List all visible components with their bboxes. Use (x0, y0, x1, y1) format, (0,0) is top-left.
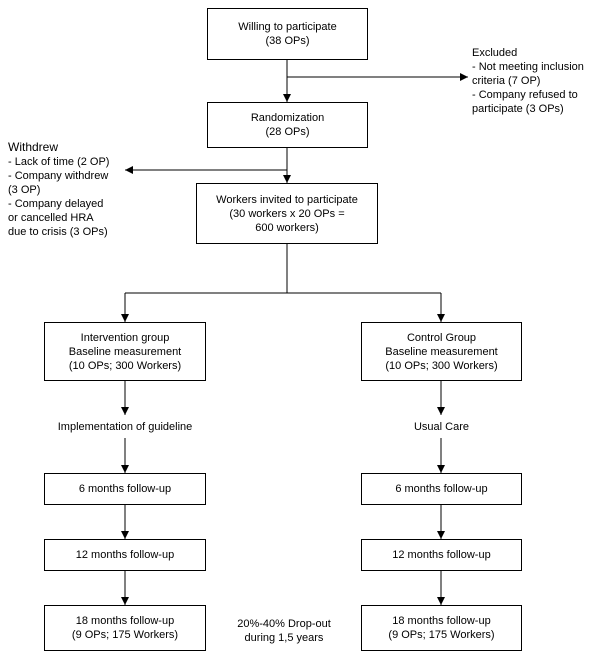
box-ctl-6m-line1: 6 months follow-up (395, 483, 488, 495)
excluded-item: criteria (7 OP) (472, 75, 541, 87)
excluded-item: - Company refused to (472, 89, 578, 101)
box-intervention-line2: Baseline measurement (68, 345, 182, 358)
box-willing-line1: Willing to participate (238, 21, 337, 33)
box-workers-invited: Workers invited to participate (30 worke… (196, 183, 378, 244)
box-control-line1: Control Group (406, 331, 477, 344)
box-intervention-6-months: 6 months follow-up (44, 473, 206, 505)
box-ctl-18m-line2: (9 OPs; 175 Workers) (388, 629, 495, 641)
box-control-18-months: 18 months follow-up (9 OPs; 175 Workers) (361, 605, 522, 651)
box-int-18m-line2: (9 OPs; 175 Workers) (71, 629, 179, 641)
box-intervention-18-months: 18 months follow-up (9 OPs; 175 Workers) (44, 605, 206, 651)
box-control-12-months: 12 months follow-up (361, 539, 522, 571)
box-intervention-line1: Intervention group (80, 331, 170, 344)
withdrew-item: - Company delayed (8, 198, 104, 210)
box-control-6-months: 6 months follow-up (361, 473, 522, 505)
excluded-title: Excluded (472, 47, 518, 59)
implementation-label: Implementation of guideline (57, 421, 193, 433)
withdrew-note: Withdrew - Lack of time (2 OP) - Company… (8, 140, 158, 239)
usual-care-label: Usual Care (413, 421, 470, 433)
dropout-line2: during 1,5 years (244, 632, 324, 644)
withdrew-item: - Company withdrew (8, 170, 109, 182)
box-int-6m-line1: 6 months follow-up (78, 483, 172, 495)
box-intervention-12-months: 12 months follow-up (44, 539, 206, 571)
box-invited-line3: 600 workers) (255, 221, 319, 234)
withdrew-title: Withdrew (8, 140, 59, 154)
withdrew-item: due to crisis (3 OPs) (8, 226, 108, 238)
excluded-item: participate (3 OPs) (472, 103, 564, 115)
withdrew-item: (3 OP) (8, 184, 41, 196)
box-randomization-line1: Randomization (250, 112, 325, 124)
withdrew-item: - Lack of time (2 OP) (8, 156, 110, 168)
box-int-12m-line1: 12 months follow-up (75, 549, 175, 561)
box-randomization: Randomization (28 OPs) (207, 102, 368, 148)
box-control-line3: (10 OPs; 300 Workers) (385, 359, 498, 372)
box-intervention-group: Intervention group Baseline measurement … (44, 322, 206, 381)
box-invited-line1: Workers invited to participate (216, 193, 358, 206)
box-ctl-18m-line1: 18 months follow-up (392, 615, 491, 627)
box-int-18m-line1: 18 months follow-up (75, 615, 175, 627)
dropout-note: 20%-40% Drop-out during 1,5 years (222, 617, 346, 645)
box-willing-line2: (38 OPs) (265, 35, 310, 47)
box-randomization-line2: (28 OPs) (265, 126, 310, 138)
box-willing-to-participate: Willing to participate (38 OPs) (207, 8, 368, 60)
box-intervention-line3: (10 OPs; 300 Workers) (68, 359, 182, 372)
box-control-group: Control Group Baseline measurement (10 O… (361, 322, 522, 381)
excluded-note: Excluded - Not meeting inclusion criteri… (472, 46, 598, 116)
box-control-line2: Baseline measurement (385, 345, 498, 358)
box-ctl-12m-line1: 12 months follow-up (392, 549, 491, 561)
dropout-line1: 20%-40% Drop-out (237, 618, 331, 630)
excluded-item: - Not meeting inclusion (472, 61, 584, 73)
box-invited-line2: (30 workers x 20 OPs = (229, 207, 345, 220)
withdrew-item: or cancelled HRA (8, 212, 94, 224)
